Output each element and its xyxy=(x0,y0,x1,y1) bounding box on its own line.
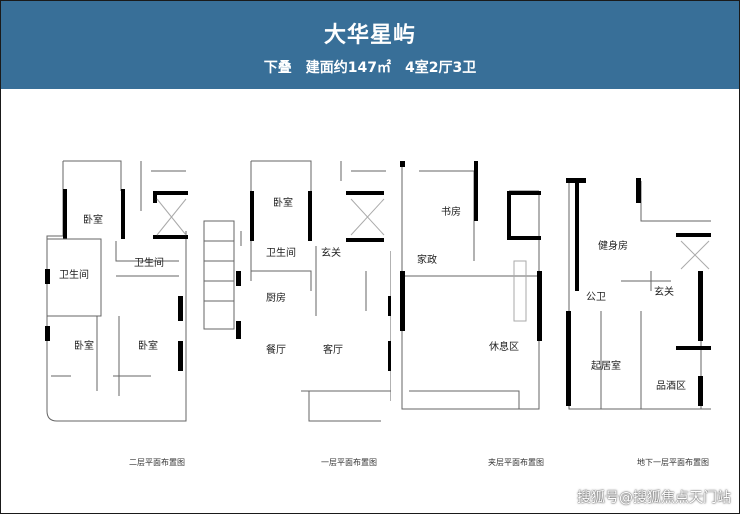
plan-caption: 地下一层平面布置图 xyxy=(637,458,709,467)
room-label: 卫生间 xyxy=(59,270,89,281)
room-label: 卧室 xyxy=(273,198,293,209)
floorplan-mezzanine: 书房 家政 休息区 xyxy=(399,151,549,431)
room-label: 品酒区 xyxy=(656,381,686,392)
floorplan-2f: 卧室 卫生间 卫生间 卧室 卧室 xyxy=(1,151,201,431)
room-label: 书房 xyxy=(441,207,461,218)
unit-subtitle: 下叠 建面约147㎡ 4室2厅3卫 xyxy=(263,60,477,76)
header-banner: 大华星屿 下叠 建面约147㎡ 4室2厅3卫 xyxy=(1,1,739,89)
plan-caption: 二层平面布置图 xyxy=(129,458,185,467)
room-label: 健身房 xyxy=(598,241,628,252)
room-label: 玄关 xyxy=(321,248,341,259)
room-label: 卧室 xyxy=(83,215,103,226)
room-label: 休息区 xyxy=(489,342,519,353)
plan-caption: 夹层平面布置图 xyxy=(488,458,544,467)
floorplan-1f: 卧室 卫生间 玄关 厨房 餐厅 客厅 xyxy=(201,151,391,431)
plan-caption: 一层平面布置图 xyxy=(321,458,377,467)
room-label: 玄关 xyxy=(654,287,674,298)
room-label: 厨房 xyxy=(266,293,286,304)
room-label: 起居室 xyxy=(591,361,621,372)
room-label: 卧室 xyxy=(138,341,158,352)
room-label: 公卫 xyxy=(586,292,606,303)
room-label: 卫生间 xyxy=(134,258,164,269)
floorplan-b1: 健身房 公卫 玄关 起居室 品酒区 xyxy=(561,151,736,431)
room-label: 餐厅 xyxy=(266,345,286,356)
room-label: 家政 xyxy=(417,255,437,266)
room-label: 卧室 xyxy=(74,341,94,352)
room-label: 客厅 xyxy=(323,345,343,356)
room-label: 卫生间 xyxy=(266,248,296,259)
project-title: 大华星屿 xyxy=(323,23,416,48)
watermark: 搜狐号@搜狐焦点天门站 xyxy=(577,490,731,506)
